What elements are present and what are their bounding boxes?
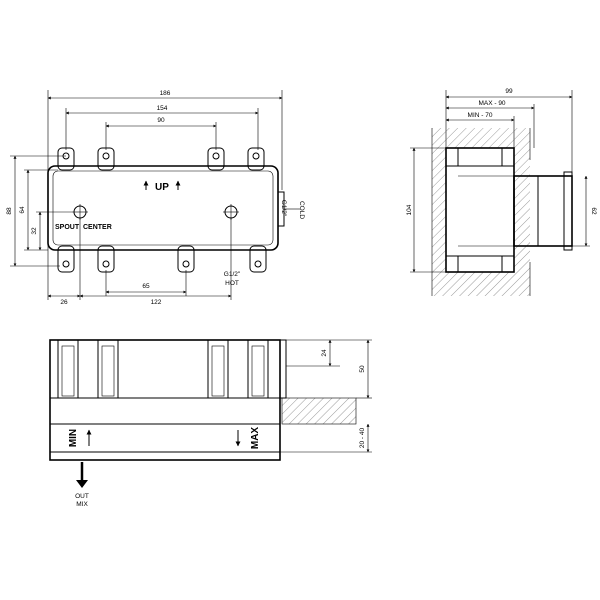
dim-50: 50 (359, 365, 366, 373)
front-view: 186 154 90 UP (6, 90, 305, 306)
dim-spout-to-hot: 122 (151, 299, 162, 306)
min-label: MIN (68, 429, 79, 447)
up-label: UP (155, 182, 169, 193)
hot-thread-label: G1/2" (224, 271, 241, 278)
side-view: 99 MAX - 90 MIN - 70 104 62 (406, 88, 597, 296)
dim-spout-offset: 26 (60, 299, 68, 306)
dim-depth: 99 (505, 88, 513, 95)
dim-mount-holes-wide: 154 (157, 105, 168, 112)
dim-overall-height: 88 (6, 207, 13, 215)
dim-max: MAX - 90 (478, 100, 505, 107)
mounting-lugs-top (57, 147, 265, 171)
dim-center-height: 32 (31, 227, 38, 235)
dim-overall-width: 186 (160, 90, 171, 97)
valve-body (47, 165, 279, 251)
dim-20-40: 20 - 40 (359, 428, 366, 449)
bottom-body (49, 339, 281, 461)
center-label: CENTER (83, 224, 112, 231)
hot-label: HOT (225, 280, 239, 287)
cold-label: COLD (298, 201, 305, 219)
wall-hatch-bottom (281, 397, 357, 425)
spout-label: SPOUT (55, 224, 80, 231)
dim-mount-height: 64 (19, 206, 26, 214)
dim-outlet: 62 (590, 207, 597, 215)
max-label: MAX (250, 427, 261, 450)
dim-mount-holes-top: 90 (157, 117, 165, 124)
bottom-view: MIN MAX OUT MIX 24 50 20 - 40 (49, 339, 372, 508)
cold-thread-label: G1/2" (280, 200, 287, 217)
dim-min: MIN - 70 (468, 112, 493, 119)
dim-lower-holes: 65 (142, 283, 150, 290)
mix-label: MIX (76, 501, 88, 508)
dim-height: 104 (406, 204, 413, 215)
out-label: OUT (75, 493, 89, 500)
dim-24: 24 (321, 349, 328, 357)
wall-section (432, 128, 530, 296)
